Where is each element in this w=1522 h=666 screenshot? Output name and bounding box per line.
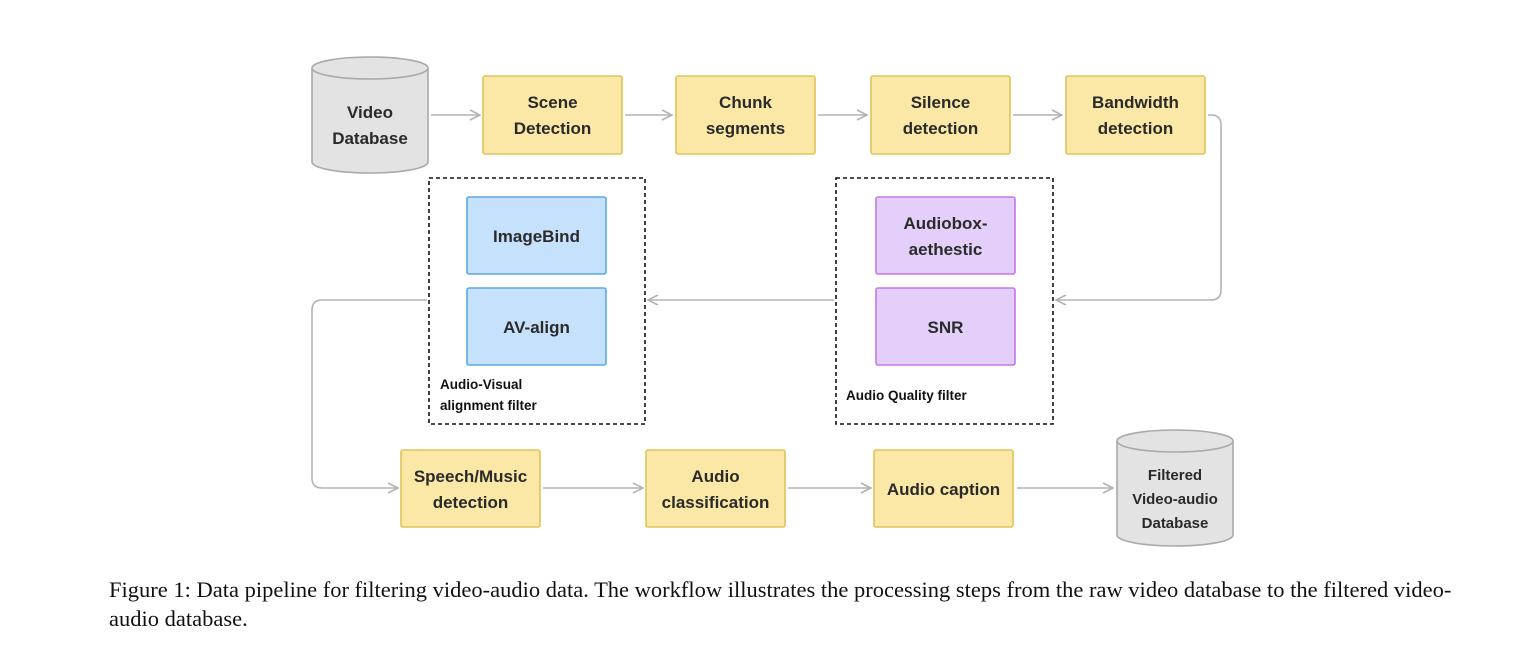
imagebind-box: ImageBind — [466, 196, 607, 275]
chunk-segments-box: Chunk segments — [675, 75, 816, 155]
scene-detection-line-1: Scene — [527, 93, 577, 112]
speech-music-line-2: detection — [433, 493, 509, 512]
video-database-line-1: Video — [347, 103, 393, 122]
silence-detection-line-2: detection — [903, 119, 979, 138]
bandwidth-detection-line-1: Bandwidth — [1092, 93, 1179, 112]
chunk-segments-line-1: Chunk — [719, 93, 772, 112]
silence-detection-box: Silence detection — [870, 75, 1011, 155]
chunk-segments-line-2: segments — [706, 119, 785, 138]
filtered-db-line-3: Database — [1142, 515, 1209, 532]
connectors — [311, 114, 1222, 488]
filtered-db-line-2: Video-audio — [1132, 491, 1218, 508]
filtered-video-audio-database: Filtered Video-audio Database — [1116, 429, 1234, 547]
scene-detection-line-2: Detection — [514, 119, 591, 138]
video-database-line-2: Database — [332, 129, 408, 148]
audio-classification-line-2: classification — [662, 493, 770, 512]
filtered-db-line-1: Filtered — [1148, 467, 1202, 484]
audio-classification-line-1: Audio — [691, 467, 739, 486]
audio-classification-box: Audio classification — [645, 449, 786, 528]
audiobox-aesthetic-box: Audiobox- aethestic — [875, 196, 1016, 275]
av-filter-label-line-2: alignment filter — [440, 398, 538, 413]
speech-music-detection-box: Speech/Music detection — [400, 449, 541, 528]
av-align-label: AV-align — [503, 318, 570, 337]
silence-detection-line-1: Silence — [911, 93, 971, 112]
audiobox-line-1: Audiobox- — [903, 214, 987, 233]
audiobox-line-2: aethestic — [909, 240, 983, 259]
av-align-box: AV-align — [466, 287, 607, 366]
audio-caption-box: Audio caption — [873, 449, 1014, 528]
scene-detection-box: Scene Detection — [482, 75, 623, 155]
snr-box: SNR — [875, 287, 1016, 366]
video-database: Video Database — [311, 56, 429, 174]
figure-caption: Figure 1: Data pipeline for filtering vi… — [109, 577, 1452, 631]
snr-label: SNR — [928, 318, 964, 337]
bandwidth-detection-box: Bandwidth detection — [1065, 75, 1206, 155]
bandwidth-detection-line-2: detection — [1098, 119, 1174, 138]
imagebind-label: ImageBind — [493, 227, 580, 246]
arrow-av-to-speech — [311, 299, 427, 488]
audio-caption-label: Audio caption — [887, 480, 1000, 499]
aq-filter-label: Audio Quality filter — [846, 388, 968, 403]
av-alignment-filter-group — [428, 177, 646, 425]
speech-music-line-1: Speech/Music — [414, 467, 527, 486]
arrow-bandwidth-to-audio-quality — [1056, 114, 1222, 300]
av-filter-label-line-1: Audio-Visual — [440, 377, 522, 392]
audio-quality-filter-group — [835, 177, 1054, 425]
